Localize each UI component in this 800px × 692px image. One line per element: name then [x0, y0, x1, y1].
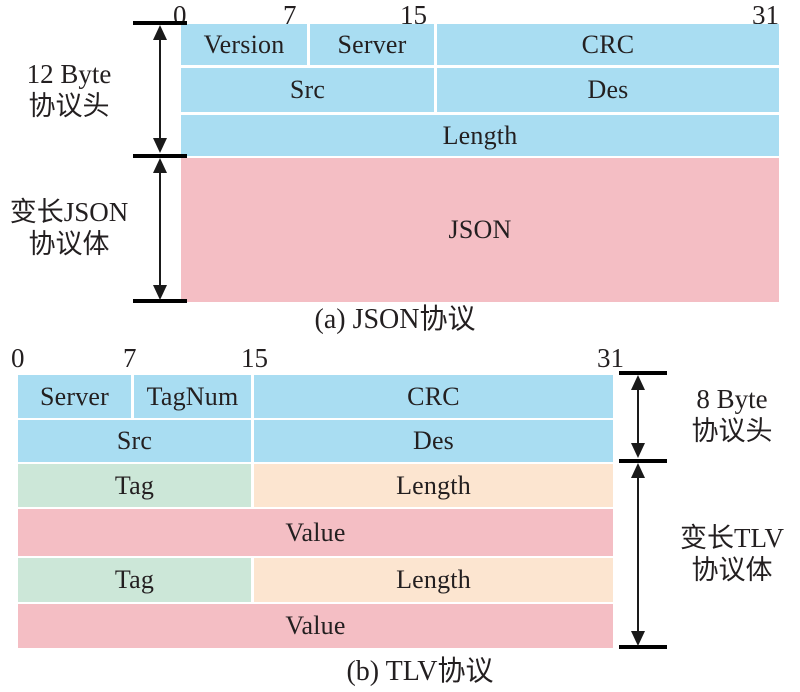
field-a-des: Des [437, 68, 779, 112]
ruler-b-tick-15: 15 [241, 343, 268, 373]
ruler-b-tick-31: 31 [597, 343, 624, 373]
field-b-value-2: Value [18, 604, 613, 648]
bracket-a-body-line [159, 163, 161, 297]
bracket-b-body-arrow-up-icon [631, 463, 645, 478]
label-b-body: 变长TLV 协议体 [666, 522, 798, 586]
ruler-a-tick-7: 7 [283, 0, 297, 30]
field-b-server: Server [18, 375, 131, 418]
field-b-src: Src [18, 420, 251, 462]
bracket-a-header-arrow-up-icon [153, 25, 167, 40]
ruler-b-tick-0: 0 [11, 343, 25, 373]
field-a-version: Version [181, 24, 307, 65]
bracket-a-header-bottom-tick [133, 154, 187, 158]
label-b-body-line2: 协议体 [691, 555, 773, 585]
field-b-tag-2: Tag [18, 558, 251, 602]
label-b-header-line2: 协议头 [691, 416, 773, 446]
field-a-crc: CRC [437, 24, 779, 65]
bracket-b-header-arrow-down-icon [631, 443, 645, 458]
label-b-header-line1: 8 Byte [696, 384, 768, 414]
label-a-body: 变长JSON 协议体 [2, 196, 136, 260]
label-a-body-line2: 协议体 [28, 229, 110, 259]
label-b-body-line1: 变长TLV [679, 523, 784, 553]
caption-b: (b) TLV协议 [346, 656, 494, 687]
label-a-header-line1: 12 Byte [26, 59, 112, 89]
field-b-tag-1: Tag [18, 464, 251, 507]
field-a-src: Src [181, 68, 434, 112]
bracket-b-header-line [637, 380, 639, 452]
bracket-b-body-arrow-down-icon [631, 631, 645, 646]
bracket-a-body-arrow-up-icon [153, 158, 167, 173]
bracket-a-header-line [159, 30, 161, 146]
field-a-json-body: JSON [181, 158, 779, 302]
label-a-header-line2: 协议头 [28, 91, 110, 121]
field-b-length-2: Length [254, 558, 613, 602]
bracket-a-body-arrow-down-icon [153, 285, 167, 300]
label-a-body-line1: 变长JSON [9, 197, 129, 227]
field-a-server: Server [310, 24, 434, 65]
caption-a: (a) JSON协议 [314, 304, 476, 335]
field-b-value-1: Value [18, 509, 613, 556]
bracket-b-body-bottom-tick [619, 645, 667, 649]
field-b-tagnum: TagNum [134, 375, 251, 418]
bracket-b-body-line [637, 468, 639, 644]
label-a-header: 12 Byte 协议头 [8, 58, 130, 122]
bracket-b-header-arrow-up-icon [631, 375, 645, 390]
field-b-des: Des [254, 420, 613, 462]
bracket-b-header-top-tick [619, 371, 667, 375]
bracket-b-header-bottom-tick [619, 459, 667, 463]
bracket-a-body-bottom-tick [133, 299, 187, 303]
field-b-crc: CRC [254, 375, 613, 418]
bracket-a-header-top-tick [133, 21, 187, 25]
bracket-a-header-arrow-down-icon [153, 138, 167, 153]
ruler-b-tick-7: 7 [123, 343, 137, 373]
field-a-length: Length [181, 115, 779, 156]
field-b-length-1: Length [254, 464, 613, 507]
label-b-header: 8 Byte 协议头 [672, 383, 792, 447]
